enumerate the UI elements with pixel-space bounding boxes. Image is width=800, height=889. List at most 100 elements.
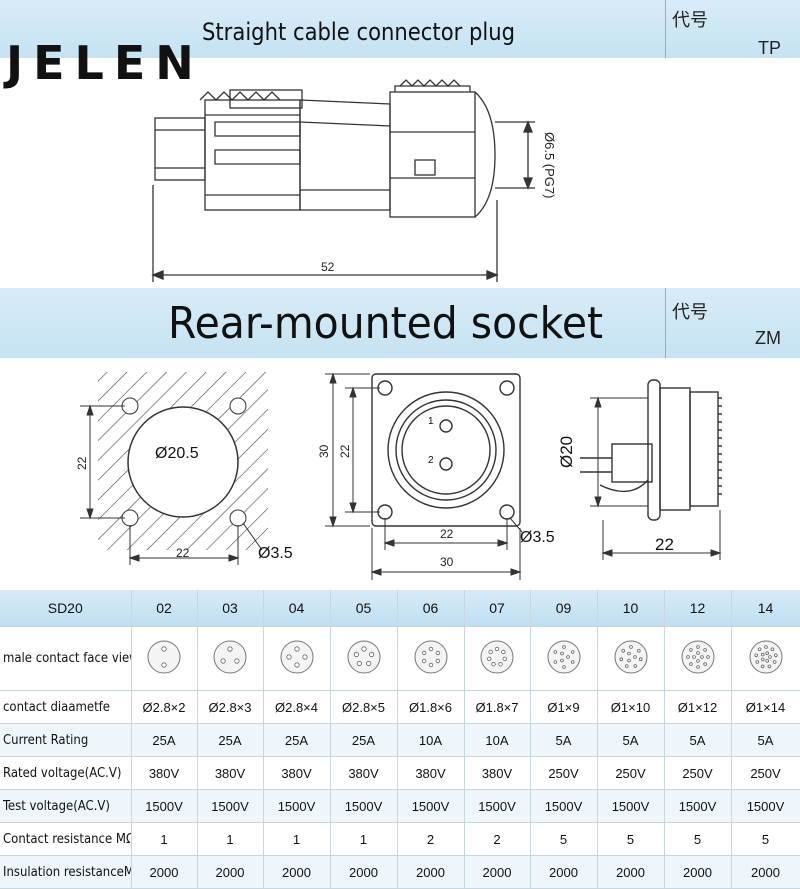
spec-value: 25A <box>131 723 198 757</box>
socket-side-view <box>580 379 722 560</box>
spec-value: 1500V <box>731 789 800 823</box>
divider <box>665 288 666 358</box>
spec-value: 5A <box>664 723 732 757</box>
spec-value: 1500V <box>397 789 465 823</box>
spec-value: 2000 <box>131 855 198 889</box>
spec-value: 250V <box>664 756 732 790</box>
column-header: 14 <box>731 590 800 627</box>
spec-value: 2000 <box>397 855 465 889</box>
spec-value: 380V <box>197 756 264 790</box>
socket-code-label: 代号 <box>672 302 708 322</box>
contact-face-cell <box>597 626 665 691</box>
column-header: 12 <box>664 590 732 627</box>
front-outer-h-dim: 30 <box>317 444 331 458</box>
spec-value: 1 <box>131 822 198 856</box>
cutout-hole-dim: Ø20.5 <box>155 445 199 462</box>
spec-value: Ø2.8×5 <box>330 690 398 724</box>
spec-value: 2000 <box>530 855 598 889</box>
contact-face-cell <box>131 626 198 691</box>
contact-face-icon <box>749 640 782 674</box>
spec-value: 2000 <box>263 855 331 889</box>
side-dia-dim: Ø20 <box>557 436 576 468</box>
side-depth-dim: 22 <box>655 535 674 554</box>
column-header: 02 <box>131 590 198 627</box>
spec-value: Ø1×12 <box>664 690 732 724</box>
plug-drawing: 52 Ø6.5 (PG7) <box>151 79 557 282</box>
spec-value: 10A <box>397 723 465 757</box>
spec-value: 1 <box>197 822 264 856</box>
contact-face-icon <box>213 640 247 674</box>
contact-face-cell <box>330 626 398 691</box>
spec-value: 1500V <box>464 789 531 823</box>
header-band-plug <box>0 0 800 58</box>
column-header: 05 <box>330 590 398 627</box>
spec-value: Ø1×9 <box>530 690 598 724</box>
header-band-socket <box>0 288 800 358</box>
pin-2-label: 2 <box>428 455 434 466</box>
contact-face-icon <box>480 640 514 674</box>
row-label: male contact face view <box>0 626 132 691</box>
table-row: male contact face view <box>0 626 800 691</box>
spec-value: 5A <box>731 723 800 757</box>
spec-value: 25A <box>263 723 331 757</box>
spec-value: 1500V <box>597 789 665 823</box>
spec-value: Ø1×10 <box>597 690 665 724</box>
spec-value: 5 <box>664 822 732 856</box>
plug-title: Straight cable connector plug <box>202 18 516 46</box>
column-header: 04 <box>263 590 331 627</box>
spec-value: 380V <box>263 756 331 790</box>
panel-cutout <box>80 372 268 565</box>
spec-value: 5 <box>530 822 598 856</box>
column-header: 03 <box>197 590 264 627</box>
spec-value: 2000 <box>197 855 264 889</box>
spec-value: 1 <box>263 822 331 856</box>
brand-logo: JELEN <box>6 36 204 90</box>
plug-length-dim: 52 <box>321 260 335 274</box>
spec-value: Ø1.8×6 <box>397 690 465 724</box>
socket-front-view <box>325 372 523 580</box>
contact-face-cell <box>464 626 531 691</box>
column-header: 07 <box>464 590 531 627</box>
spec-value: 1500V <box>664 789 732 823</box>
spec-value: 25A <box>197 723 264 757</box>
spec-value: 5A <box>530 723 598 757</box>
front-spacing-v-dim: 22 <box>338 444 352 458</box>
contact-face-icon <box>347 640 380 674</box>
column-header: 09 <box>530 590 598 627</box>
plug-code-label: 代号 <box>672 10 708 30</box>
socket-title: Rear-mounted socket <box>168 298 604 349</box>
column-header: 06 <box>397 590 465 627</box>
socket-drawing: Ø20.5 22 22 Ø3.5 <box>75 372 722 580</box>
plug-code-value: TP <box>758 38 782 58</box>
spec-value: 1 <box>330 822 398 856</box>
spec-value: 2000 <box>330 855 398 889</box>
spec-value: 380V <box>131 756 198 790</box>
row-label: Rated voltage(AC.V) <box>0 756 132 790</box>
spec-value: 380V <box>330 756 398 790</box>
cutout-mount-dim: Ø3.5 <box>258 545 293 562</box>
spec-value: 5A <box>597 723 665 757</box>
spec-value: Ø1.8×7 <box>464 690 531 724</box>
spec-value: 1500V <box>197 789 264 823</box>
spec-value: 250V <box>731 756 800 790</box>
row-label: Contact resistance MΩ <box>0 822 132 856</box>
spec-value: Ø2.8×4 <box>263 690 331 724</box>
row-label: contact diaametfe <box>0 690 132 724</box>
spec-value: 1500V <box>131 789 198 823</box>
spec-value: 1500V <box>330 789 398 823</box>
socket-code-value: ZM <box>755 328 781 348</box>
contact-face-cell <box>197 626 264 691</box>
spec-value: 250V <box>530 756 598 790</box>
cutout-h-dim: 22 <box>176 546 190 560</box>
contact-face-icon <box>147 640 181 674</box>
model-header: SD20 <box>0 590 132 627</box>
front-mount-dim: Ø3.5 <box>520 529 555 546</box>
row-label: Current Rating <box>0 723 132 757</box>
spec-value: 380V <box>464 756 531 790</box>
contact-face-cell <box>530 626 598 691</box>
contact-face-cell <box>263 626 331 691</box>
